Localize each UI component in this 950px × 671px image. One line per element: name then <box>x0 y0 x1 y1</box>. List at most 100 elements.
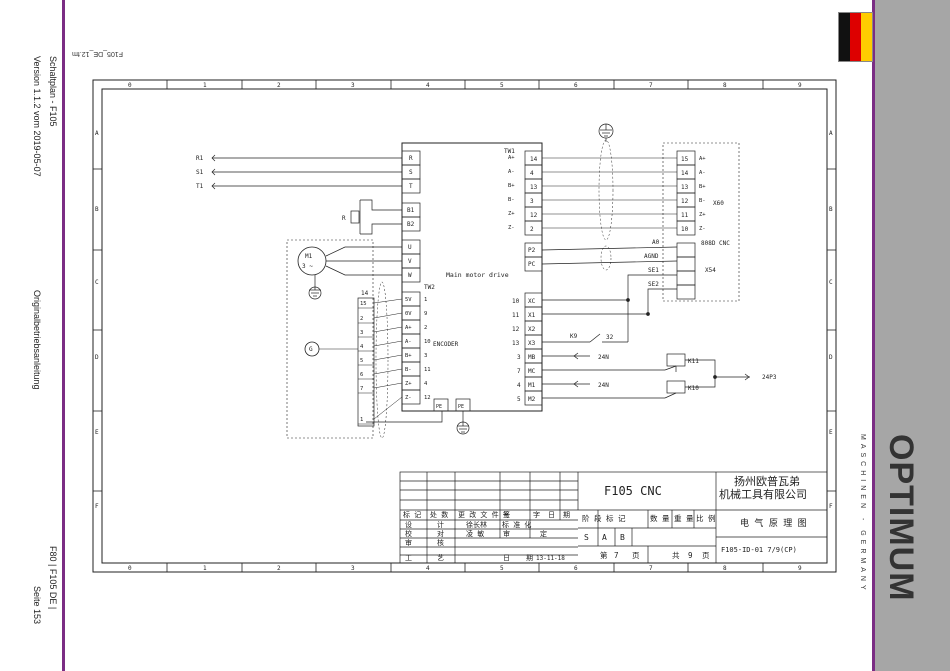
drive-label: Main motor drive <box>446 271 509 279</box>
enc-left-label: 4 <box>360 344 364 350</box>
tw1-pin: 13 <box>530 184 538 191</box>
x-wiring <box>542 274 677 343</box>
tb-header2: 阶 段 标 记 <box>582 513 626 523</box>
tb-craft: 13-11-18 <box>536 555 565 562</box>
tw1-signal: B+ <box>508 183 515 189</box>
tw1-pin: 3 <box>530 198 534 205</box>
tb-check: 校 <box>405 529 412 538</box>
v24n-1: 24N <box>598 354 609 361</box>
row-label-left: D <box>95 354 99 361</box>
enc-term-label: B- <box>405 367 412 373</box>
tw1-signal: Z- <box>508 225 515 231</box>
enc-term-box <box>401 389 421 405</box>
left-border-line <box>62 0 65 671</box>
enc-left-label: 2 <box>360 316 363 322</box>
col-label-top: 7 <box>649 82 653 89</box>
enc-pin: 2 <box>424 325 427 331</box>
tb-header: 签 <box>503 510 510 519</box>
motor-dashed-box <box>286 239 374 439</box>
k9-label: K9 <box>570 333 578 340</box>
x-pin: 12 <box>512 326 520 333</box>
tb-design: 标 准 化 <box>502 520 531 529</box>
resistor-label: R <box>342 215 346 222</box>
enc-term-label: 5V <box>405 297 412 303</box>
tb-design: 计 <box>437 520 444 529</box>
m-term-label: M1 <box>528 382 536 389</box>
col-label-bottom: 5 <box>500 565 504 572</box>
input-t1: T1 <box>196 183 204 190</box>
enc-wire <box>373 312 403 319</box>
row-label-left: E <box>95 429 99 436</box>
x-term-label: X1 <box>528 312 536 319</box>
tw1-label: TW1 <box>504 148 515 155</box>
enc-pin: 11 <box>424 367 431 373</box>
motor-sub: 3 ~ <box>302 263 313 270</box>
m-pin: 4 <box>517 382 521 389</box>
tb-sheet: 页 <box>702 551 710 560</box>
row-label-right: B <box>829 206 833 213</box>
col-label-bottom: 1 <box>203 565 207 572</box>
pe-label-1: PE <box>436 404 442 410</box>
x60-pin: 10 <box>681 226 689 233</box>
tw1-pin: 14 <box>530 156 538 163</box>
enc-term-label: Z- <box>405 395 412 401</box>
tb-header2: 比 例 <box>696 513 716 523</box>
tb-stage: A <box>602 533 607 542</box>
cnc-dashed-box <box>662 142 740 302</box>
term-p2: P2 <box>528 247 536 254</box>
tb-header: 字 <box>533 510 540 519</box>
tb-company-1: 扬州欧普瓦弟 <box>734 474 800 488</box>
v24n-2: 24N <box>598 382 609 389</box>
tb-craft: 工 <box>405 554 412 562</box>
enc-wire <box>373 298 403 304</box>
flag-stripe-2 <box>850 13 861 61</box>
motor-icon <box>297 246 327 276</box>
tb-header: 处 数 <box>430 510 448 519</box>
m-pin: 5 <box>517 396 521 403</box>
x60-signal: B- <box>699 198 706 204</box>
tb-stage: S <box>584 533 589 542</box>
enc-pin: 10 <box>424 339 431 345</box>
row-label-right: A <box>829 130 833 137</box>
m-term-label: M2 <box>528 396 536 403</box>
title-block <box>399 471 828 564</box>
tb-header: 日 <box>548 511 555 519</box>
col-label-top: 2 <box>277 82 281 89</box>
col-label-bottom: 9 <box>798 565 802 572</box>
enc-left-label: 6 <box>360 372 363 378</box>
tb-sheet: 页 <box>632 551 640 560</box>
term-v: V <box>408 258 412 265</box>
enc-left-top: 14 <box>361 290 369 297</box>
col-label-top: 0 <box>128 82 132 89</box>
flag-icon <box>838 12 873 62</box>
analog-terminals <box>524 242 678 272</box>
col-label-bottom: 7 <box>649 565 653 572</box>
row-label-left: A <box>95 130 99 137</box>
tb-review: 核 <box>437 538 444 547</box>
enc-term-label: A+ <box>405 325 412 331</box>
enc-left-label: 1 <box>360 417 363 423</box>
tw1-signal: A+ <box>508 155 515 161</box>
row-label-left: F <box>95 503 99 510</box>
x60-label: X60 <box>713 200 724 207</box>
cnc-label: 808D CNC <box>701 240 730 247</box>
row-label-right: C <box>829 279 833 286</box>
tb-company-2: 机械工具有限公司 <box>719 487 807 501</box>
enc-term-label: B+ <box>405 353 412 359</box>
term-r: R <box>409 155 413 162</box>
x54-terminals <box>676 242 696 300</box>
enc-wire <box>373 368 403 375</box>
tb-sheet: 7 <box>614 551 619 560</box>
k10-label: K10 <box>688 385 699 392</box>
tb-sheet: 共 <box>672 551 680 560</box>
x60-signal: A- <box>699 170 706 176</box>
col-label-top: 6 <box>574 82 578 89</box>
row-label-right: F <box>829 503 833 510</box>
input-r1: R1 <box>196 155 204 162</box>
k11-label: K11 <box>688 358 699 365</box>
term-pc: PC <box>528 261 536 268</box>
tb-check: 凌 敏 <box>466 529 484 538</box>
